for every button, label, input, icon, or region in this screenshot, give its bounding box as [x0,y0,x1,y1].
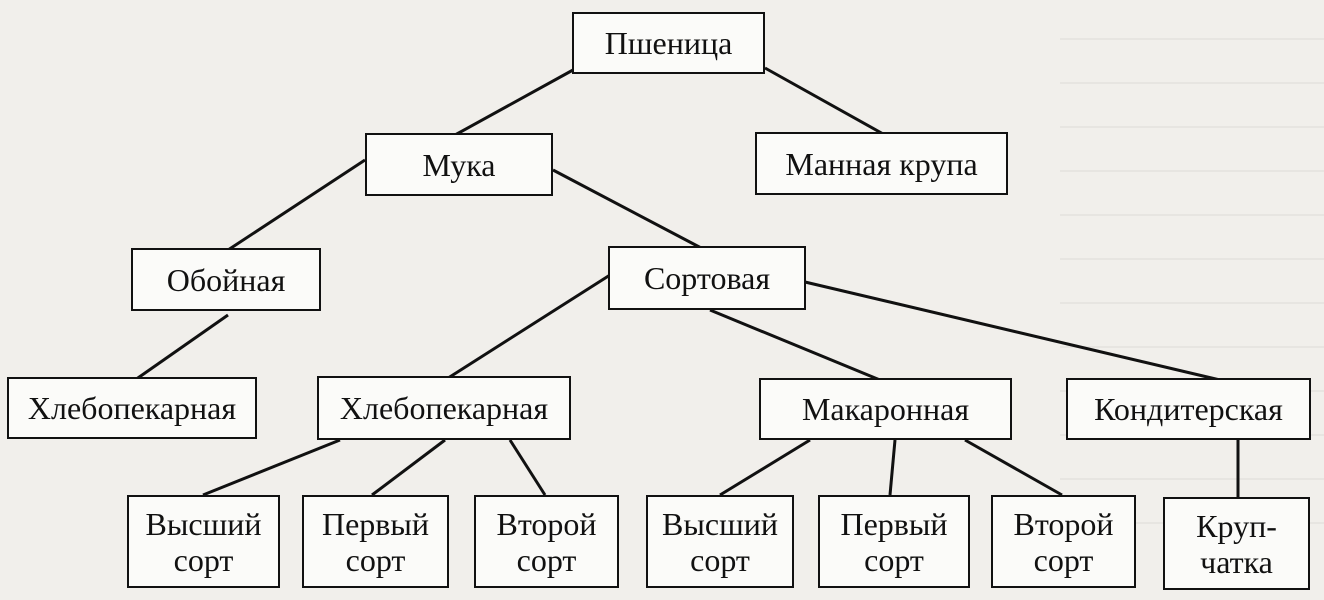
edge-pasta-top [719,438,811,497]
edge-flour-sorted [552,168,706,252]
node-bakery-wholemeal: Хлебопекарная [7,377,257,439]
node-confectionery-label: Кондитерская [1094,391,1283,427]
edge-bakery-second [508,439,547,496]
background-page-texture [1060,20,1324,560]
node-wholemeal-label: Обойная [166,261,286,298]
node-bakery-wholemeal-label: Хлебопекарная [27,390,237,426]
node-pasta: Макаронная [759,378,1012,440]
node-krupchatka-label: Круп- чатка [1196,507,1277,580]
node-confectionery: Кондитерская [1066,378,1311,440]
node-flour-label: Мука [422,146,496,183]
node-flour: Мука [365,133,553,196]
node-pasta-first-grade-label: Первый сорт [840,505,948,578]
node-sorted-label: Сортовая [643,260,771,296]
node-semolina: Манная крупа [755,132,1008,195]
edge-flour-wholemeal [227,158,366,252]
edge-pasta-second [964,438,1063,497]
node-pasta-label: Макаронная [801,391,970,427]
edge-sorted-bakery [444,273,611,382]
node-wholemeal: Обойная [131,248,321,311]
edge-sorted-pasta [709,308,881,382]
edge-sorted-confectionery [804,280,1221,382]
node-pasta-first-grade: Первый сорт [818,495,970,588]
node-krupchatka: Круп- чатка [1163,497,1310,590]
node-pasta-second-grade: Второй сорт [991,495,1136,588]
node-bakery-sorted-label: Хлебопекарная [339,390,549,426]
node-wheat: Пшеница [572,12,765,74]
node-bakery-top-grade: Высший сорт [127,495,280,588]
node-bakery-second-grade: Второй сорт [474,495,619,588]
edge-wholemeal-bakery [134,313,229,382]
node-bakery-top-grade-label: Высший сорт [145,505,262,578]
edge-bakery-first [371,438,446,497]
node-pasta-second-grade-label: Второй сорт [1013,505,1114,578]
edge-bakery-top [202,438,341,497]
edge-pasta-first [888,439,897,496]
node-pasta-top-grade: Высший сорт [646,495,794,588]
edge-root-semolina [764,66,886,137]
edge-root-flour [454,68,574,137]
node-pasta-top-grade-label: Высший сорт [662,505,778,578]
node-bakery-first-grade-label: Первый сорт [321,505,430,578]
node-bakery-second-grade-label: Второй сорт [496,505,597,578]
node-semolina-label: Манная крупа [785,145,978,182]
node-sorted: Сортовая [608,246,806,310]
node-bakery-first-grade: Первый сорт [302,495,449,588]
node-bakery-sorted: Хлебопекарная [317,376,571,440]
node-wheat-label: Пшеница [604,25,733,61]
